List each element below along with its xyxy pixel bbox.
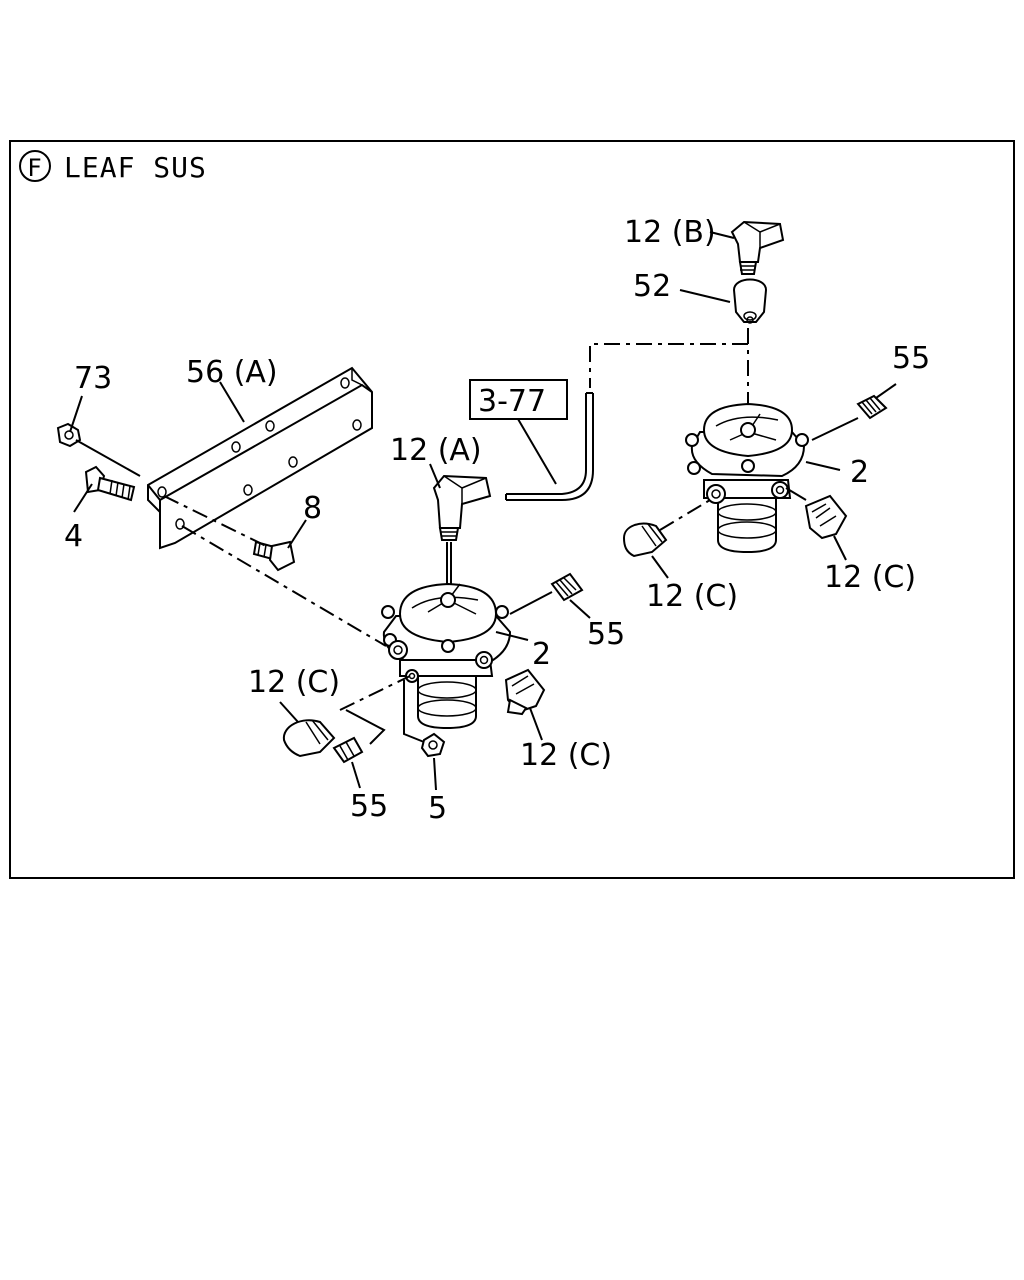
plug-55-bottom xyxy=(332,736,364,764)
section-letter: F xyxy=(27,154,42,182)
label-55-bottom: 55 xyxy=(350,789,388,824)
label-3-77: 3-77 xyxy=(478,384,546,419)
section-title-text: LEAF SUS xyxy=(64,151,207,184)
bolt-8 xyxy=(252,540,296,572)
diagram-frame xyxy=(9,140,1015,879)
fitting-12c-left xyxy=(282,719,336,758)
label-12c-right-right: 12 (C) xyxy=(824,560,916,595)
label-12c-center: 12 (C) xyxy=(520,738,612,773)
label-12c-left: 12 (C) xyxy=(248,665,340,700)
label-52: 52 xyxy=(633,269,671,304)
fitting-12b xyxy=(730,220,785,275)
fitting-12a xyxy=(432,474,492,541)
fitting-12c-right-right xyxy=(804,494,848,540)
section-title: F LEAF SUS xyxy=(19,150,207,184)
relay-valve-right xyxy=(685,402,809,554)
plug-55-center xyxy=(550,572,584,602)
connector-52 xyxy=(732,278,768,324)
label-56a: 56 (A) xyxy=(186,355,278,390)
label-12a: 12 (A) xyxy=(390,433,482,468)
label-55-right: 55 xyxy=(892,341,930,376)
label-2-center: 2 xyxy=(532,637,551,672)
bolt-4 xyxy=(84,465,136,502)
label-2-right: 2 xyxy=(850,455,869,490)
bracket-56a xyxy=(147,366,373,550)
label-5: 5 xyxy=(428,791,447,826)
reference-box-3-77 xyxy=(469,379,568,420)
label-73: 73 xyxy=(74,361,112,396)
fitting-12c-right-left xyxy=(622,522,668,558)
plug-55-right xyxy=(856,394,888,420)
label-4: 4 xyxy=(64,519,83,554)
label-55-center: 55 xyxy=(587,617,625,652)
nut-5 xyxy=(420,732,446,758)
nut-73 xyxy=(56,422,82,448)
section-letter-circle xyxy=(19,150,51,182)
label-12b: 12 (B) xyxy=(624,215,716,250)
fitting-12c-center xyxy=(504,668,546,716)
label-12c-right-left: 12 (C) xyxy=(646,579,738,614)
relay-valve-center xyxy=(381,582,512,730)
label-8: 8 xyxy=(303,491,322,526)
